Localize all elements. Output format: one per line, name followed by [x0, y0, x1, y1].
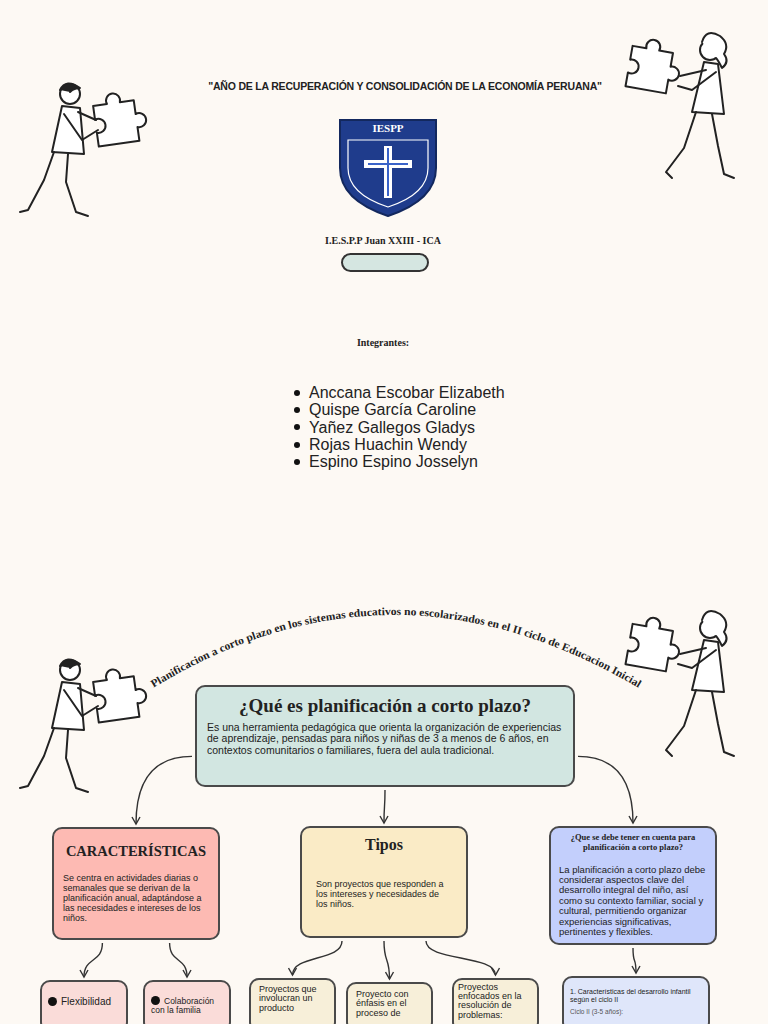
box-text: La planificación a corto plazo debe cons…	[559, 864, 705, 938]
logo-shield	[340, 120, 436, 216]
connector-arrow	[578, 756, 633, 823]
connector-arrow	[426, 941, 496, 975]
box-text: Colaboración con la familia	[151, 996, 214, 1015]
characteristics-box: CARACTERÍSTICAS Se centra en actividades …	[52, 827, 220, 940]
box-heading: CARACTERÍSTICAS	[66, 843, 206, 859]
types-box: TiposSon proyectos que responden a los i…	[300, 826, 468, 938]
connector-arrow	[293, 941, 343, 975]
definition-box-text-row: Es una herramienta pedagógica que orient…	[207, 722, 563, 756]
connector-arrow	[84, 943, 102, 977]
types-box-text-row: Son proyectos que responden a los intere…	[316, 880, 452, 910]
institution-name-line: I.E.S.P.P Juan XXIII - ICA	[283, 235, 483, 246]
cross-symbol	[364, 146, 412, 198]
development-box-text-row: Ciclo II (3-5 años):	[570, 1008, 702, 1015]
bullet-dot	[294, 442, 300, 448]
project-type-box: Proyectos enfocados en la resolución de …	[452, 978, 539, 1024]
considerations-box-text-row: La planificación a corto plazo debe cons…	[559, 865, 707, 938]
box-heading: Tipos	[365, 836, 403, 853]
project-type-box: Proyectos que involucran un producto	[249, 978, 336, 1024]
project-type-box-text-row: Proyectos que involucran un producto	[259, 985, 326, 1013]
box-heading: ¿Qué es planificación a corto plazo?	[239, 695, 531, 716]
connector-arrow	[384, 790, 385, 823]
considerations-box-text-row: ¿Que se debe tener en cuenta para planif…	[559, 833, 707, 853]
box-heading: 1. Características del desarrollo infant…	[570, 988, 691, 1003]
project-type-box-text-row: Proyecto con énfasis en el proceso de	[356, 990, 423, 1018]
bullet-dot	[294, 407, 300, 413]
member-name-line: Espino Espino Josselyn	[294, 453, 554, 470]
project-type-box-text-row: Proyectos enfocados en la resolución de …	[458, 983, 533, 1020]
name-pill	[342, 254, 428, 271]
box-text: Proyecto con énfasis en el proceso de	[356, 989, 409, 1018]
bullet-dot	[48, 997, 57, 1006]
member-name-line: Anccana Escobar Elizabeth	[294, 384, 554, 401]
diagram-title: Planificacion a corto plazo en los siste…	[148, 605, 643, 690]
arc-title-text: Planificacion a corto plazo en los siste…	[148, 605, 643, 690]
characteristic-item-text-row: Flexibilidad	[48, 996, 120, 1007]
box-text: Flexibilidad	[61, 996, 111, 1007]
considerations-box: ¿Que se debe tener en cuenta para planif…	[549, 826, 717, 945]
box-text: Proyectos que involucran un producto	[259, 984, 317, 1013]
characteristics-box-text-row: Se centra en actividades diarias o seman…	[63, 874, 209, 923]
box-heading: ¿Que se debe tener en cuenta para planif…	[571, 832, 696, 852]
logo-initials: IESPP	[372, 122, 403, 134]
box-text: Se centra en actividades diarias o seman…	[63, 873, 202, 923]
member-name: Quispe García Caroline	[309, 401, 476, 418]
connector-arrow	[170, 943, 187, 977]
shield-outline	[340, 120, 436, 216]
member-name: Anccana Escobar Elizabeth	[309, 384, 505, 401]
characteristic-item-text-row: Colaboración con la familia	[151, 996, 223, 1016]
member-name-line: Quispe García Caroline	[294, 401, 554, 418]
development-box-text-row: 1. Características del desarrollo infant…	[570, 988, 702, 1004]
shield-inner	[348, 140, 428, 207]
definition-box-text-row: ¿Qué es planificación a corto plazo?	[207, 695, 563, 717]
cross-inner	[368, 148, 408, 196]
member-name: Yañez Gallegos Gladys	[309, 419, 475, 436]
connector-arrow	[633, 948, 636, 973]
connector-arrow	[384, 941, 390, 979]
types-box-text-row: Tipos	[316, 836, 452, 854]
year-motto: "AÑO DE LA RECUPERACIÓN Y CONSOLIDACIÓN …	[208, 80, 602, 92]
bullet-dot	[151, 996, 160, 1005]
girl-figure	[625, 611, 734, 756]
box-text: Proyectos enfocados en la resolución de …	[458, 982, 522, 1020]
characteristic-item: Colaboración con la familia	[143, 980, 231, 1024]
box-text: Ciclo II (3-5 años):	[570, 1008, 623, 1015]
bullet-dot	[294, 459, 300, 465]
members-heading-line: Integrantes:	[283, 337, 483, 348]
bullet-dot	[294, 390, 300, 396]
characteristic-item: Flexibilidad	[40, 980, 128, 1024]
boy-figure	[20, 83, 149, 216]
characteristics-box-text-row: CARACTERÍSTICAS	[63, 843, 209, 860]
definition-box: ¿Qué es planificación a corto plazo? Es u…	[195, 685, 575, 787]
institution-name: I.E.S.P.P Juan XXIII - ICA	[325, 235, 441, 246]
connector-arrow	[136, 756, 192, 824]
boy-figure	[20, 659, 149, 792]
year-motto-line: "AÑO DE LA RECUPERACIÓN Y CONSOLIDACIÓN …	[205, 80, 605, 92]
logo-initials-line: IESPP	[348, 122, 428, 134]
member-name: Rojas Huachin Wendy	[309, 436, 467, 453]
members-heading: Integrantes:	[357, 337, 409, 348]
member-name: Espino Espino Josselyn	[309, 453, 478, 470]
project-type-box: Proyecto con énfasis en el proceso de	[346, 982, 433, 1024]
member-name-line: Yañez Gallegos Gladys	[294, 419, 554, 436]
box-text: Son proyectos que responden a los intere…	[316, 879, 444, 909]
box-text: Es una herramienta pedagógica que orient…	[207, 721, 561, 756]
member-name-line: Rojas Huachin Wendy	[294, 436, 554, 453]
bullet-dot	[294, 424, 300, 430]
development-box: 1. Características del desarrollo infant…	[562, 976, 710, 1024]
girl-figure	[625, 33, 734, 178]
